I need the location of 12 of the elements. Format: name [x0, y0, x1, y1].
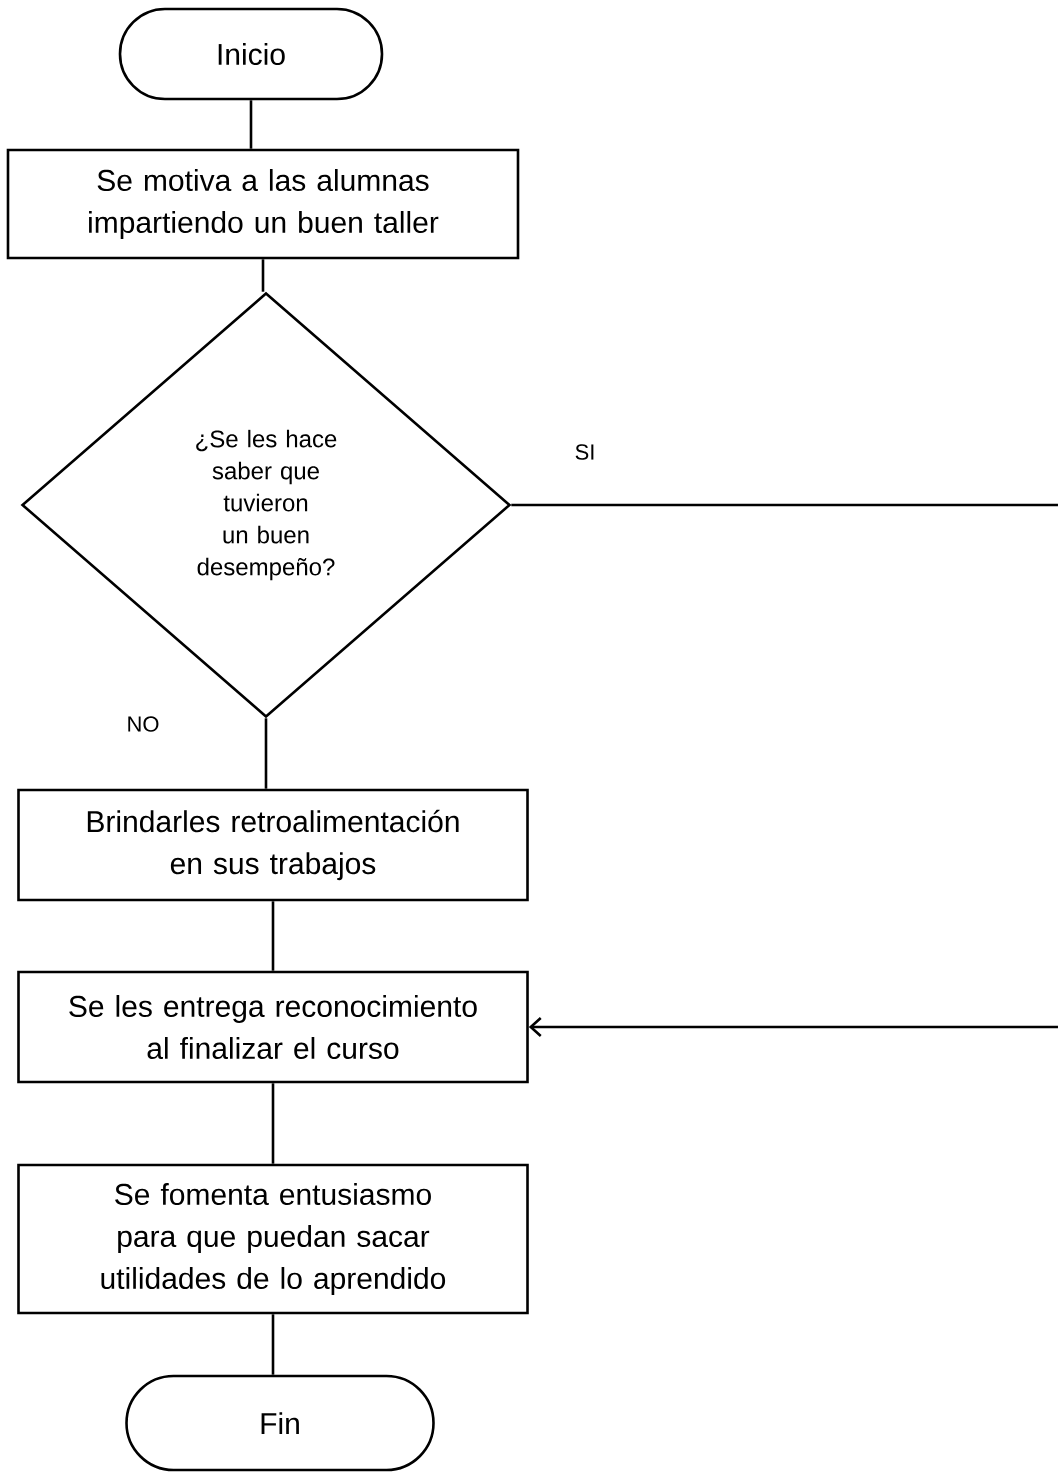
connector-line [271, 1083, 275, 1164]
connector-line [261, 259, 265, 292]
edge-label: SI [572, 442, 598, 462]
connector-line [271, 1314, 275, 1375]
connector-line [249, 100, 253, 149]
process-box: Brindarles retroalimentación en sus trabajos [17, 788, 529, 902]
connector-line [264, 718, 268, 789]
arrow [511, 503, 1058, 1037]
process-box: Se fomenta entusiasmo para que puedan sacar utilidades de lo aprendido [17, 1163, 529, 1315]
connector-line [271, 901, 275, 971]
process-box: Se motiva a las alumnas impartiendo un buen taller [6, 148, 520, 260]
process-box: Se les entrega reconocimiento al finalizar el curso [17, 970, 529, 1084]
